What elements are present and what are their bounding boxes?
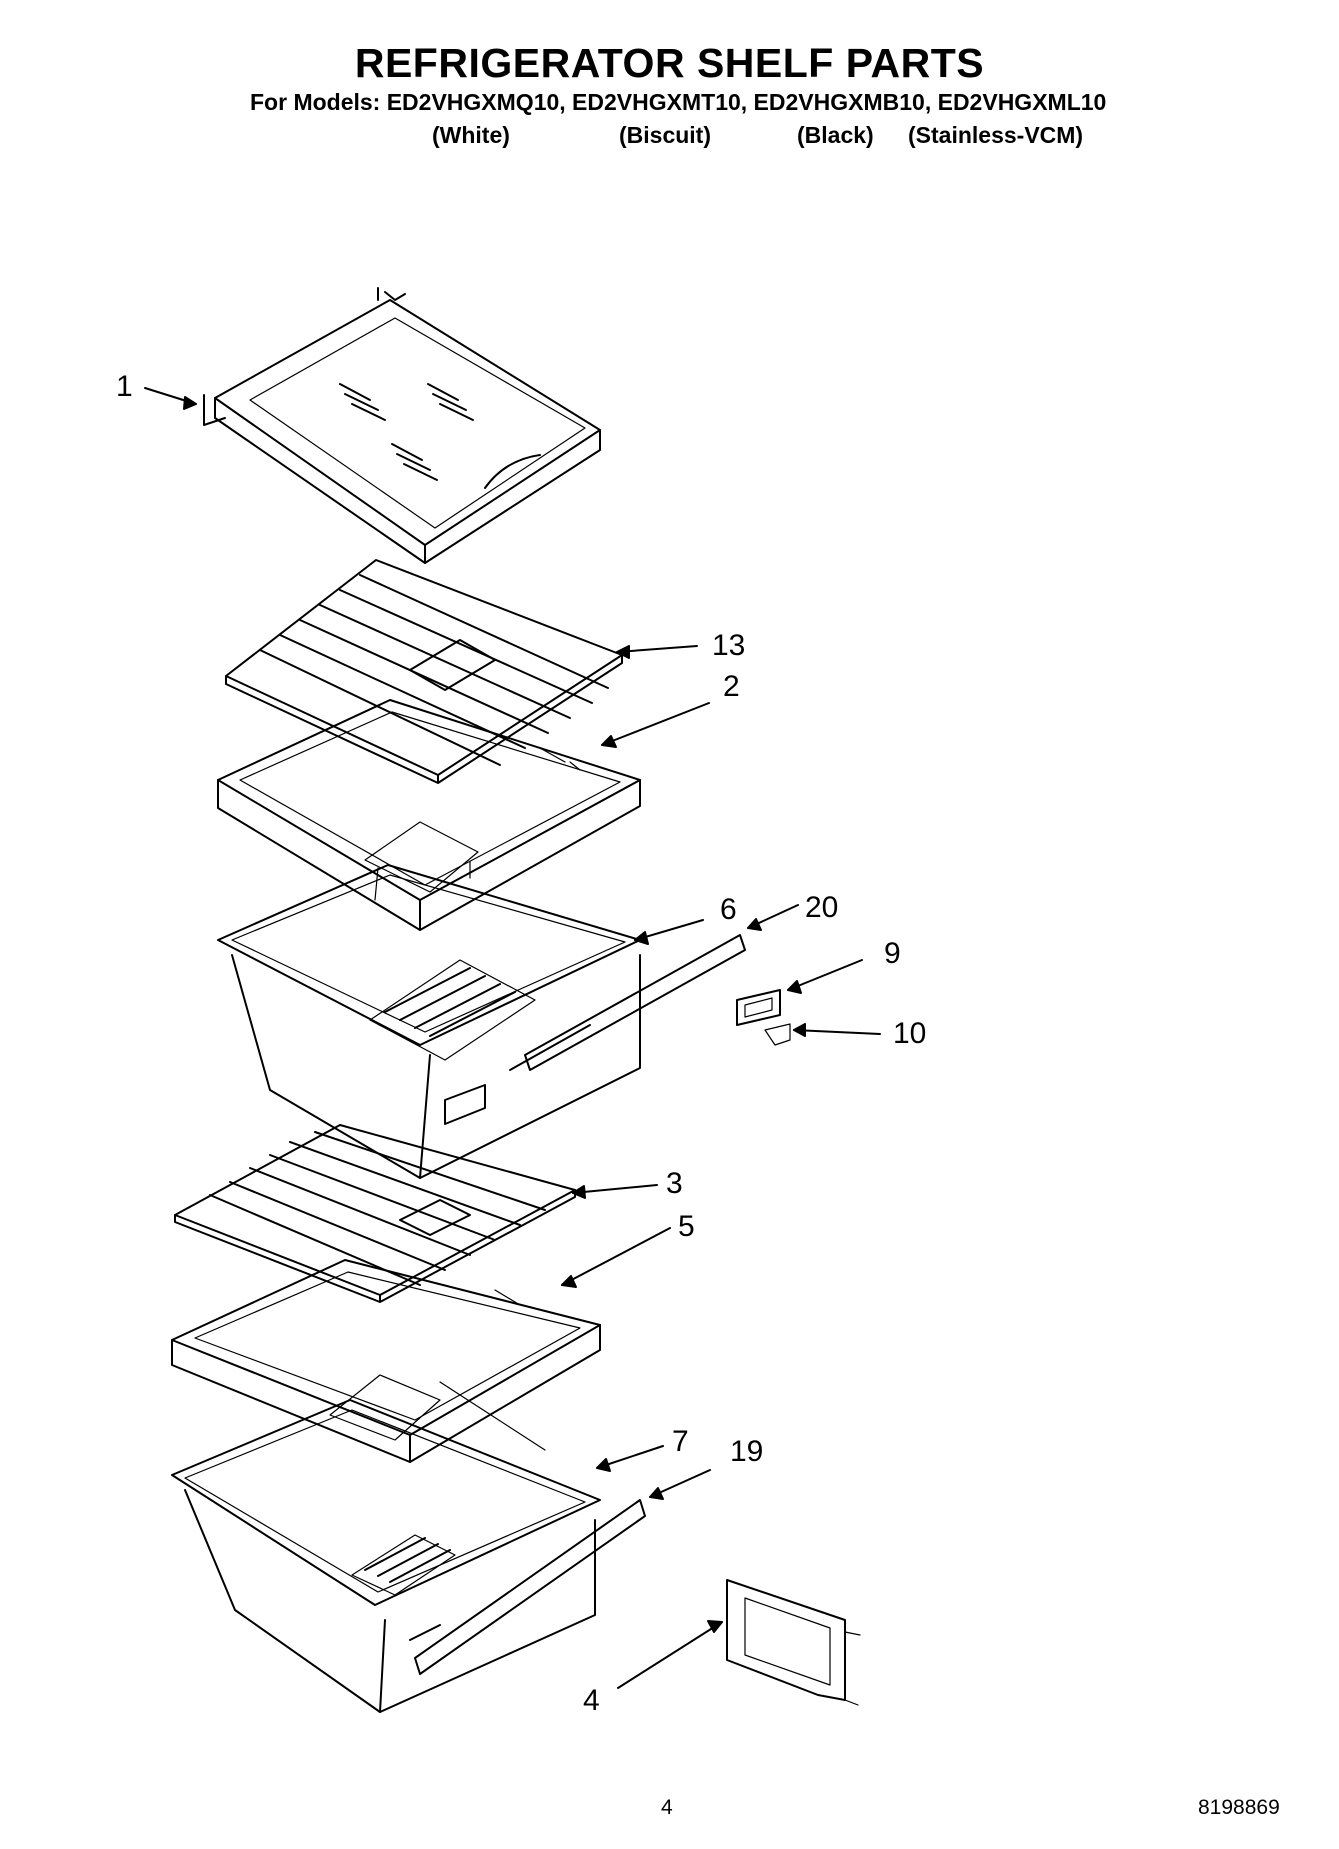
document-number: 8198869 [1198, 1796, 1280, 1819]
variant-white: (White) [432, 122, 510, 148]
part-20-upper-handle [524, 934, 746, 1071]
callout-leaders [144, 387, 881, 1689]
part-4-label-holder [726, 1579, 861, 1706]
callout-4: 4 [583, 1684, 600, 1717]
callout-13: 13 [712, 629, 746, 662]
variant-biscuit: (Biscuit) [619, 122, 711, 148]
callout-2: 2 [723, 670, 740, 703]
part-13-upper-glass [225, 559, 623, 784]
part-9-10-control [736, 989, 791, 1046]
callout-5: 5 [678, 1210, 695, 1243]
page-title: REFRIGERATOR SHELF PARTS [354, 40, 985, 86]
part-19-lower-handle [414, 1499, 646, 1675]
callout-19: 19 [730, 1435, 764, 1468]
callout-6: 6 [720, 893, 737, 926]
variant-stainless: (Stainless-VCM) [908, 122, 1084, 148]
part-1-top-shelf [203, 287, 601, 564]
part-7-lower-crisper [171, 1381, 601, 1713]
page-number: 4 [661, 1796, 673, 1819]
callout-3: 3 [666, 1167, 683, 1200]
callout-7: 7 [672, 1425, 689, 1458]
part-5-lower-frame [171, 1259, 601, 1463]
part-2-upper-frame [217, 699, 641, 931]
part-6-upper-crisper [217, 864, 641, 1179]
variant-black: (Black) [797, 122, 874, 148]
part-3-lower-glass [174, 1124, 576, 1303]
callout-1: 1 [116, 370, 133, 403]
callout-20: 20 [805, 891, 839, 924]
callout-10: 10 [893, 1017, 927, 1050]
models-line: For Models: ED2VHGXMQ10, ED2VHGXMT10, ED… [250, 89, 1107, 115]
callout-9: 9 [884, 937, 901, 970]
